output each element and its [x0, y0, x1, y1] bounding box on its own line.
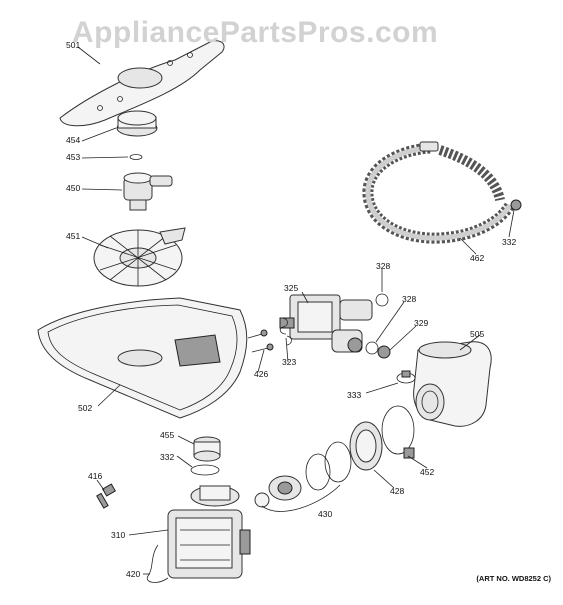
callout-450[interactable]: 450: [66, 183, 81, 193]
mounting-bolt: [96, 483, 117, 509]
callout-420[interactable]: 420: [126, 569, 141, 579]
hose-clamp-lower: [190, 464, 220, 476]
callout-451[interactable]: 451: [66, 231, 81, 241]
callout-455[interactable]: 455: [160, 430, 175, 440]
callout-325[interactable]: 325: [284, 283, 299, 293]
callout-505[interactable]: 505: [470, 329, 485, 339]
water-inlet-valve: [279, 294, 373, 353]
callout-323[interactable]: 323: [282, 357, 297, 367]
callout-462[interactable]: 462: [470, 253, 485, 263]
wire-harness: [146, 544, 169, 583]
drain-hose: [362, 141, 522, 244]
callout-332-lower[interactable]: 332: [160, 452, 175, 462]
sump-tray: [37, 297, 248, 419]
spray-manifold: [123, 172, 173, 211]
screws: [247, 329, 274, 353]
callout-328-upper[interactable]: 328: [376, 261, 391, 271]
callout-416[interactable]: 416: [88, 471, 103, 481]
pump-seal: [349, 421, 383, 471]
pump-motor: [167, 485, 251, 579]
callout-454[interactable]: 454: [66, 135, 81, 145]
callout-333[interactable]: 333: [347, 390, 362, 400]
leader-lines: [77, 46, 515, 575]
washer-upper: [375, 293, 389, 307]
hose-clamp-large: [381, 405, 415, 459]
callout-328-lower[interactable]: 328: [402, 294, 417, 304]
spray-arm-hub: [116, 110, 158, 137]
upper-spray-arm: [59, 40, 225, 127]
callout-310[interactable]: 310: [111, 530, 126, 540]
callout-502[interactable]: 502: [78, 403, 93, 413]
watermark-text: AppliancePartsPros.com: [72, 16, 439, 49]
check-valve: [193, 436, 221, 462]
callout-428[interactable]: 428: [390, 486, 405, 496]
callout-453[interactable]: 453: [66, 152, 81, 162]
hose-clamp-small: [396, 370, 416, 384]
callout-329[interactable]: 329: [414, 318, 429, 328]
callout-332-upper[interactable]: 332: [502, 237, 517, 247]
washer-lower: [365, 341, 379, 355]
callout-501[interactable]: 501: [66, 40, 81, 50]
lower-filter: [93, 227, 186, 287]
callout-430[interactable]: 430: [318, 509, 333, 519]
art-number: (ART NO. WD8252 C): [476, 574, 551, 583]
callout-426[interactable]: 426: [254, 369, 269, 379]
drain-pump-housing: [413, 341, 492, 427]
pump-impeller-set: [254, 441, 352, 512]
o-ring: [129, 154, 143, 160]
spring-clips: [279, 317, 292, 346]
nut: [377, 345, 391, 359]
callout-452[interactable]: 452: [420, 467, 435, 477]
